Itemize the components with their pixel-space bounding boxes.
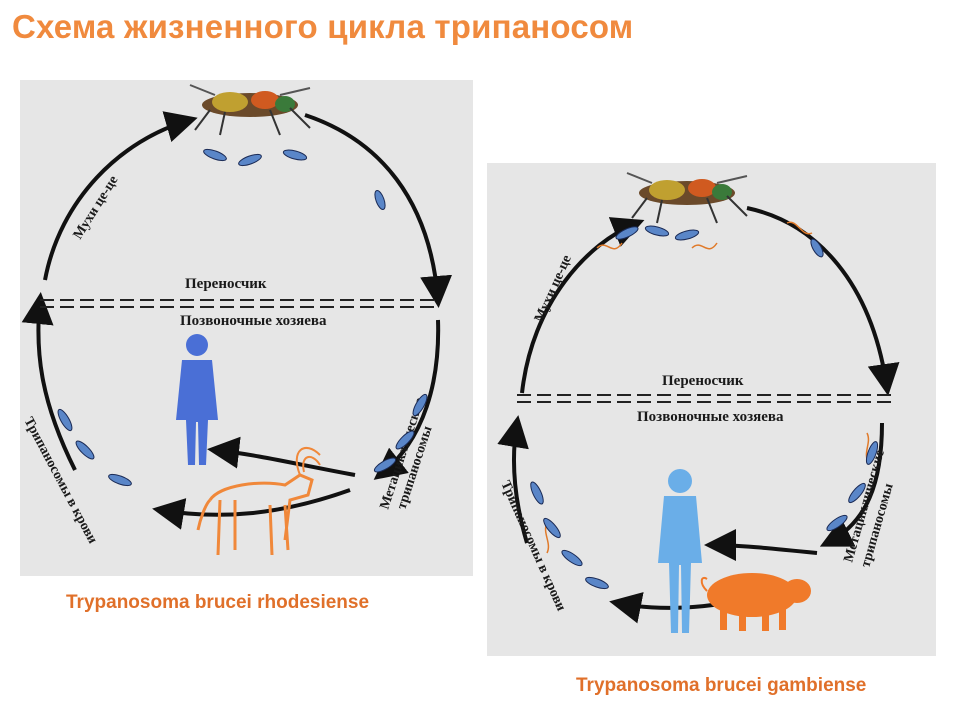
blood-trypanosomes <box>530 481 609 590</box>
right-lifecycle-panel: Переносчик Позвоночные хозяева Мухи це-ц… <box>487 163 936 656</box>
cycle-arrow-top-right <box>746 206 900 396</box>
tsetse-fly-icon <box>626 172 748 224</box>
left-lifecycle-diagram: Переносчик Позвоночные хозяева Мухи це-ц… <box>20 84 453 556</box>
cycle-arrow-right-down <box>819 422 884 547</box>
metacyclic-trypanosomes <box>373 393 428 473</box>
blood-trypanosomes <box>57 408 132 487</box>
hosts-label: Позвоночные хозяева <box>180 313 327 329</box>
vector-label: Переносчик <box>185 276 267 292</box>
cycle-arrow-left-top <box>520 217 645 394</box>
tsetse-fly-icon <box>189 84 311 136</box>
right-lifecycle-diagram: Переносчик Позвоночные хозяева Мухи це-ц… <box>497 172 900 633</box>
cycle-arrow-left-top <box>43 111 198 281</box>
left-lifecycle-panel: Переносчик Позвоночные хозяева Мухи це-ц… <box>20 80 473 576</box>
flies-label: Мухи це-це <box>71 173 122 242</box>
right-caption: Trypanosoma brucei gambiense <box>576 675 867 696</box>
cycle-arrow-left-up <box>21 292 77 471</box>
slide-title: Схема жизненного цикла трипаносом <box>12 8 634 45</box>
trypanosomes-in-fly <box>203 148 386 210</box>
cycle-arrow-left-up <box>497 415 529 544</box>
human-host-icon <box>658 469 702 633</box>
hosts-label: Позвоночные хозяева <box>637 409 784 425</box>
left-caption: Trypanosoma brucei rhodesiense <box>66 592 370 613</box>
cycle-arrow-bottom <box>152 488 351 530</box>
blood-label: Трипаносомы в крови <box>497 479 568 614</box>
antelope-icon <box>196 446 321 556</box>
vector-label: Переносчик <box>662 373 744 389</box>
arrow-to-human <box>704 529 818 562</box>
pig-icon <box>700 573 811 631</box>
metacyclic-trypanosomes <box>826 441 879 532</box>
human-host-icon <box>176 334 218 465</box>
flies-label: Мухи це-це <box>532 253 575 325</box>
trypanosomes-in-fly <box>615 225 824 258</box>
cycle-arrow-top-right <box>304 113 453 308</box>
arrow-to-human <box>207 436 356 477</box>
